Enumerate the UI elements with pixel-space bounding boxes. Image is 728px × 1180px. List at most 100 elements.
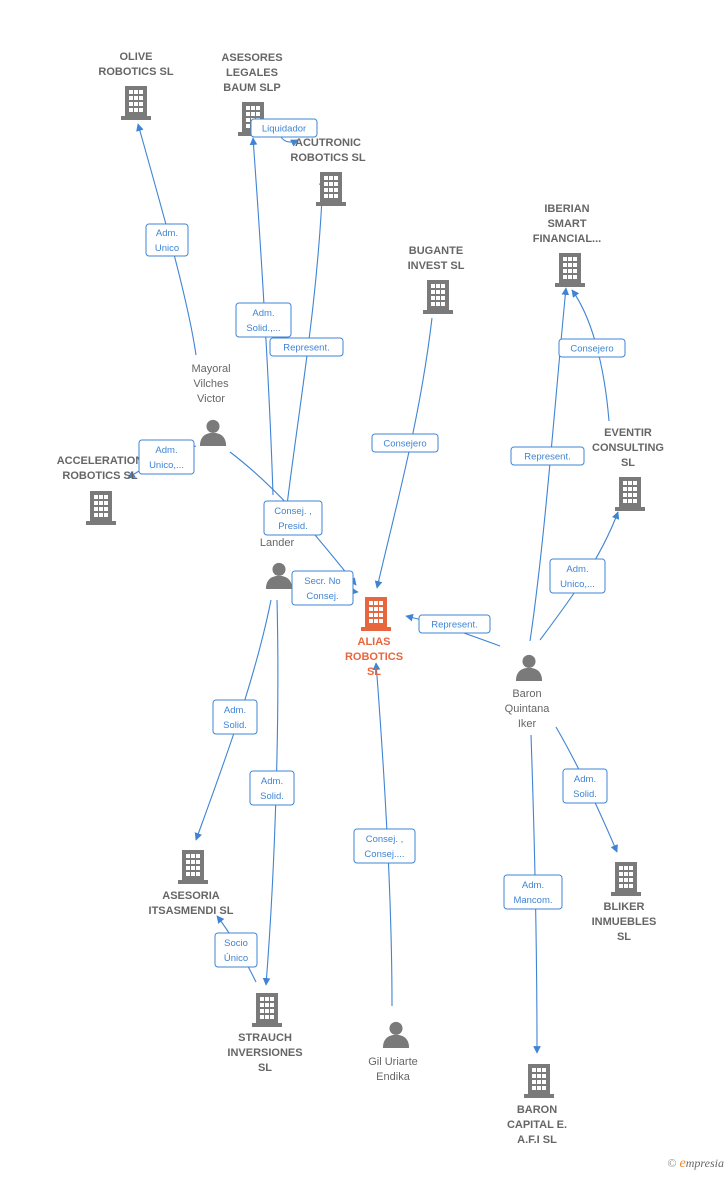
node-label-line[interactable]: SL xyxy=(621,457,635,469)
node-label-line[interactable]: SL xyxy=(258,1062,272,1074)
edge-label-e7[interactable]: Represent. xyxy=(510,446,585,466)
edge-label-box[interactable] xyxy=(212,699,258,735)
node-label-line[interactable]: Lander xyxy=(260,537,295,549)
edge-label-box[interactable] xyxy=(235,302,292,338)
person-icon[interactable] xyxy=(199,419,227,446)
node-label-line[interactable]: SL xyxy=(617,931,631,943)
edge-label-box[interactable] xyxy=(249,770,295,806)
node-baroncap[interactable]: BARON CAPITAL E. A.F.I SL xyxy=(507,1064,567,1146)
node-label-line[interactable]: INMUEBLES xyxy=(592,916,657,928)
node-label-line[interactable]: ROBOTICS SL xyxy=(98,66,173,78)
edge-label-box[interactable] xyxy=(503,874,563,910)
node-label-line[interactable]: STRAUCH xyxy=(238,1032,292,1044)
node-bugante[interactable]: BUGANTE INVEST SL xyxy=(408,245,465,314)
edge-label-e1[interactable]: Adm.Unico xyxy=(145,223,189,257)
building-icon[interactable] xyxy=(555,253,585,287)
node-label-line[interactable]: CAPITAL E. xyxy=(507,1119,567,1131)
edge-label-e14[interactable]: Adm.Solid. xyxy=(249,770,295,806)
node-label-line[interactable]: SL xyxy=(367,666,381,678)
node-label-line[interactable]: ALIAS xyxy=(358,636,391,648)
node-label-line[interactable]: Vilches xyxy=(193,378,229,390)
node-label-line[interactable]: ASESORES xyxy=(221,52,282,64)
edge-label-e3[interactable]: Liquidador xyxy=(250,118,318,138)
edge-label-box[interactable] xyxy=(291,570,354,606)
building-icon[interactable] xyxy=(178,850,208,884)
edge-label-e6[interactable]: Consejero xyxy=(558,338,626,358)
building-icon[interactable] xyxy=(86,491,116,525)
edge-label-e9[interactable]: Consej. ,Presid. xyxy=(263,500,323,536)
node-olive[interactable]: OLIVE ROBOTICS SL xyxy=(98,51,174,120)
edge-label-box[interactable] xyxy=(562,768,608,804)
edge-label-box[interactable] xyxy=(371,433,439,453)
edge-label-e5[interactable]: Consejero xyxy=(371,433,439,453)
edge-label-box[interactable] xyxy=(138,439,195,475)
node-label-line[interactable]: EVENTIR xyxy=(604,427,652,439)
edge-label-e2[interactable]: Adm.Solid.,... xyxy=(235,302,292,338)
edge-label-box[interactable] xyxy=(269,337,344,357)
node-label-line[interactable]: IBERIAN xyxy=(544,203,589,215)
node-label-line[interactable]: SMART xyxy=(547,218,586,230)
edge-label-e13[interactable]: Adm.Solid. xyxy=(212,699,258,735)
node-label-line[interactable]: Baron xyxy=(512,688,541,700)
building-icon[interactable] xyxy=(252,993,282,1027)
edge-label-e8[interactable]: Adm.Unico,... xyxy=(138,439,195,475)
edge-label-box[interactable] xyxy=(418,614,491,634)
edge-label-box[interactable] xyxy=(353,828,416,864)
node-label-line[interactable]: BUGANTE xyxy=(409,245,463,257)
node-label-line[interactable]: ROBOTICS SL xyxy=(62,470,137,482)
node-label-line[interactable]: INVERSIONES xyxy=(227,1047,302,1059)
node-alias[interactable]: ALIAS ROBOTICS SL xyxy=(345,597,403,678)
edge-label-box[interactable] xyxy=(145,223,189,257)
node-label-line[interactable]: Endika xyxy=(376,1071,411,1083)
building-icon[interactable] xyxy=(316,172,346,206)
edge-label-e16[interactable]: Consej. ,Consej.... xyxy=(353,828,416,864)
edge-label-box[interactable] xyxy=(250,118,318,138)
edge-label-e4[interactable]: Represent. xyxy=(269,337,344,357)
node-label-line[interactable]: A.F.I SL xyxy=(517,1134,557,1146)
node-label-line[interactable]: ROBOTICS xyxy=(345,651,403,663)
node-label-line[interactable]: FINANCIAL... xyxy=(533,233,601,245)
edge-label-e12[interactable]: Adm.Unico,... xyxy=(549,558,606,594)
node-bliker[interactable]: BLIKER INMUEBLES SL xyxy=(592,862,657,943)
node-eventir[interactable]: EVENTIR CONSULTING SL xyxy=(592,427,664,511)
building-icon[interactable] xyxy=(611,862,641,896)
node-asesoria[interactable]: ASESORIA ITSASMENDI SL xyxy=(149,850,234,917)
edge-label-box[interactable] xyxy=(214,932,258,968)
node-acutronic[interactable]: ACUTRONIC ROBOTICS SL xyxy=(290,137,366,206)
building-icon[interactable] xyxy=(121,86,151,120)
node-label-line[interactable]: LEGALES xyxy=(226,67,278,79)
building-icon[interactable] xyxy=(423,280,453,314)
edge-label-e18[interactable]: Adm.Solid. xyxy=(562,768,608,804)
edge-label-box[interactable] xyxy=(558,338,626,358)
person-icon[interactable] xyxy=(382,1021,410,1048)
node-label-line[interactable]: OLIVE xyxy=(119,51,152,63)
edge-label-box[interactable] xyxy=(510,446,585,466)
building-icon[interactable] xyxy=(524,1064,554,1098)
node-asesores[interactable]: ASESORES LEGALES BAUM SLP xyxy=(221,52,283,136)
node-label-line[interactable]: Iker xyxy=(518,718,537,730)
node-label-line[interactable]: ITSASMENDI SL xyxy=(149,905,234,917)
node-label-line[interactable]: ACUTRONIC xyxy=(295,137,361,149)
node-label-line[interactable]: Victor xyxy=(197,393,225,405)
building-icon[interactable] xyxy=(615,477,645,511)
node-label-line[interactable]: Mayoral xyxy=(191,363,230,375)
node-label-line[interactable]: ASESORIA xyxy=(162,890,220,902)
edge-label-e17[interactable]: Adm.Mancom. xyxy=(503,874,563,910)
node-label-line[interactable]: BARON xyxy=(517,1104,557,1116)
edge-label-box[interactable] xyxy=(549,558,606,594)
person-icon[interactable] xyxy=(515,654,543,681)
node-iberian[interactable]: IBERIAN SMART FINANCIAL... xyxy=(533,203,601,287)
node-label-line[interactable]: CONSULTING xyxy=(592,442,664,454)
node-label-line[interactable]: Quintana xyxy=(505,703,551,715)
node-label-line[interactable]: INVEST SL xyxy=(408,260,465,272)
node-label-line[interactable]: ROBOTICS SL xyxy=(290,152,365,164)
node-label-line[interactable]: BLIKER xyxy=(604,901,645,913)
building-icon[interactable] xyxy=(361,597,391,631)
node-label-line[interactable]: BAUM SLP xyxy=(223,82,280,94)
